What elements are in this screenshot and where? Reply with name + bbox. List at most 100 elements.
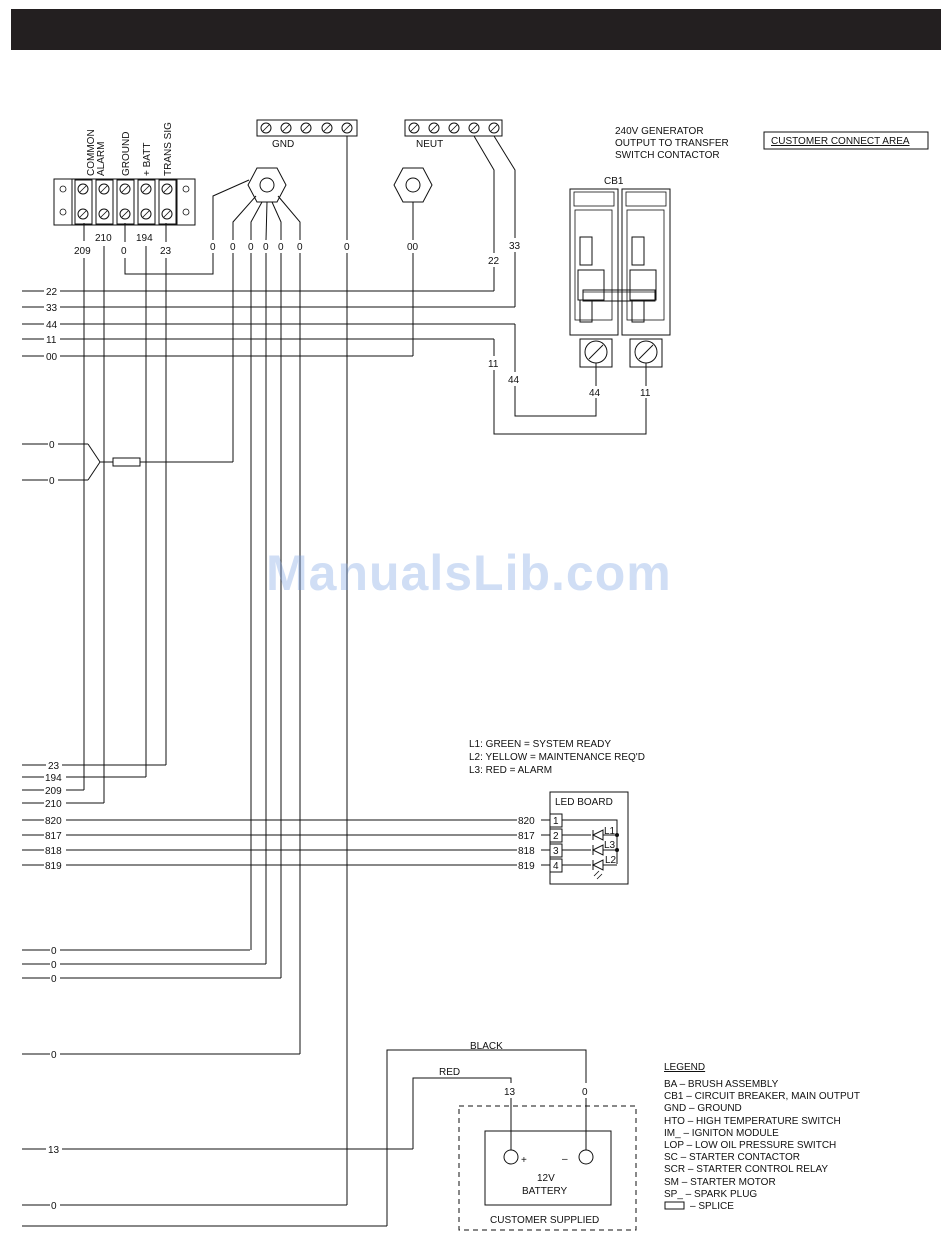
watermark: ManualsLib.com [266,545,672,601]
wire-194: 194 [136,233,153,244]
led-label-l2: L2 [605,855,617,866]
terminal-label-batt: + BATT [142,143,153,176]
header-bar [11,9,941,50]
legend-ba: BA – BRUSH ASSEMBLY [664,1079,779,1090]
battery-plus: + [521,1155,527,1166]
battery-voltage: 12V [537,1173,555,1184]
breaker-out-44: 44 [589,388,601,399]
left-wire-23: 23 [48,761,60,772]
legend-splice: – SPLICE [690,1201,734,1212]
gnd-block: GND [247,119,358,203]
legend-hto: HTO – HIGH TEMPERATURE SWITCH [664,1116,841,1127]
left-wire-labels: 22 33 44 11 00 0 0 23 194 209 210 820 81… [44,285,66,1212]
wire-routing [83,135,647,1205]
left-wire-0-c: 0 [51,946,57,957]
customer-connect-area: CUSTOMER CONNECT AREA [763,131,929,150]
led-pin-4: 4 [553,861,559,872]
terminal-label-trans-sig: TRANS SIG [163,122,174,176]
left-wire-22: 22 [46,287,58,298]
breaker-title-line-1: 240V GENERATOR [615,126,704,137]
breaker-label: CB1 [604,176,624,187]
breaker-title-line-3: SWITCH CONTACTOR [615,150,720,161]
gnd-wire-0-1: 0 [210,242,216,253]
wire-210: 210 [95,233,112,244]
terminal-label-alarm: ALARM [96,142,107,176]
led-wire-820: 820 [518,816,535,827]
breaker-title-line-2: OUTPUT TO TRANSFER [615,138,729,149]
breaker-cb1: 240V GENERATOR OUTPUT TO TRANSFER SWITCH… [569,126,729,368]
legend-cb1: CB1 – CIRCUIT BREAKER, MAIN OUTPUT [664,1091,860,1102]
led-label-l3: L3 [604,840,616,851]
breaker-out-11: 11 [640,388,651,399]
legend-im: IM_ – IGNITON MODULE [664,1128,779,1139]
customer-connect-label: CUSTOMER CONNECT AREA [771,136,910,147]
left-wire-0-e: 0 [51,974,57,985]
gnd-wire-0-4: 0 [263,242,269,253]
breaker-in-33: 33 [509,241,521,252]
terminal-block: COMMON ALARM GROUND + BATT TRANS SIG 209… [53,122,196,257]
battery-box [484,1130,612,1206]
battery-area: BLACK RED 13 0 + – 12V BATTERY CUSTOMER … [386,1041,637,1231]
led-wire-818: 818 [518,846,535,857]
led-pin-3: 3 [553,846,559,857]
left-wire-194: 194 [45,773,62,784]
led-legend: L1: GREEN = SYSTEM READY L2: YELLOW = MA… [469,739,645,776]
led-legend-l2: L2: YELLOW = MAINTENANCE REQ'D [469,752,645,763]
left-wire-11: 11 [46,335,57,346]
left-wire-209: 209 [45,786,62,797]
left-wire-0-d: 0 [51,960,57,971]
left-wire-13: 13 [48,1145,60,1156]
wire-ground-0: 0 [121,246,127,257]
led-pin-2: 2 [553,831,559,842]
splice-symbol [664,1201,685,1210]
gnd-wire-0-3: 0 [248,242,254,253]
neut-wire-00: 00 [407,242,419,253]
left-wire-210: 210 [45,799,62,810]
legend-scr: SCR – STARTER CONTROL RELAY [664,1164,828,1175]
neut-label: NEUT [416,139,443,150]
left-wire-00: 00 [46,352,58,363]
left-wire-820: 820 [45,816,62,827]
gnd-wire-0-2: 0 [230,242,236,253]
legend-gnd: GND – GROUND [664,1103,742,1114]
legend-sm: SM – STARTER MOTOR [664,1177,776,1188]
battery-neg-wire: 0 [582,1087,588,1098]
left-wire-819: 819 [45,861,62,872]
legend-title: LEGEND [664,1062,705,1073]
route-11: 11 [488,359,499,370]
legend-sp: SP_ – SPARK PLUG [664,1189,757,1200]
battery-minus: – [562,1154,568,1165]
legend: LEGEND BA – BRUSH ASSEMBLY CB1 – CIRCUIT… [664,1062,860,1212]
led-pin-1: 1 [553,816,559,827]
battery-name: BATTERY [522,1186,568,1197]
wire-209: 209 [74,246,91,257]
legend-lop: LOP – LOW OIL PRESSURE SWITCH [664,1140,836,1151]
terminal-label-common: COMMON [86,129,97,176]
left-wire-0-f: 0 [51,1050,57,1061]
black-wire-label: BLACK [470,1041,503,1052]
neut-block: NEUT [393,119,503,203]
left-wire-0-b: 0 [49,476,55,487]
route-44: 44 [508,375,520,386]
left-wire-818: 818 [45,846,62,857]
gnd-wire-labels: 0 0 0 0 0 0 0 00 22 33 11 44 44 11 [210,241,651,399]
gnd-label: GND [272,139,294,150]
red-wire-label: RED [439,1067,460,1078]
left-wire-lines [22,290,550,1227]
led-board: LED BOARD 820 817 818 819 1 2 3 4 L1 L3 … [517,791,629,885]
left-wire-0-a: 0 [49,440,55,451]
customer-supplied-label: CUSTOMER SUPPLIED [490,1215,599,1226]
battery-pos-wire: 13 [504,1087,516,1098]
left-wire-817: 817 [45,831,62,842]
left-wire-44: 44 [46,320,58,331]
left-wire-33: 33 [46,303,58,314]
terminal-screws [74,179,177,225]
left-wire-0-g: 0 [51,1201,57,1212]
customer-supplied-box [458,1105,637,1231]
gnd-wire-0-5: 0 [278,242,284,253]
led-label-l1: L1 [604,826,616,837]
gnd-wire-0-7: 0 [344,242,350,253]
led-wire-817: 817 [518,831,535,842]
led-legend-l3: L3: RED = ALARM [469,765,552,776]
